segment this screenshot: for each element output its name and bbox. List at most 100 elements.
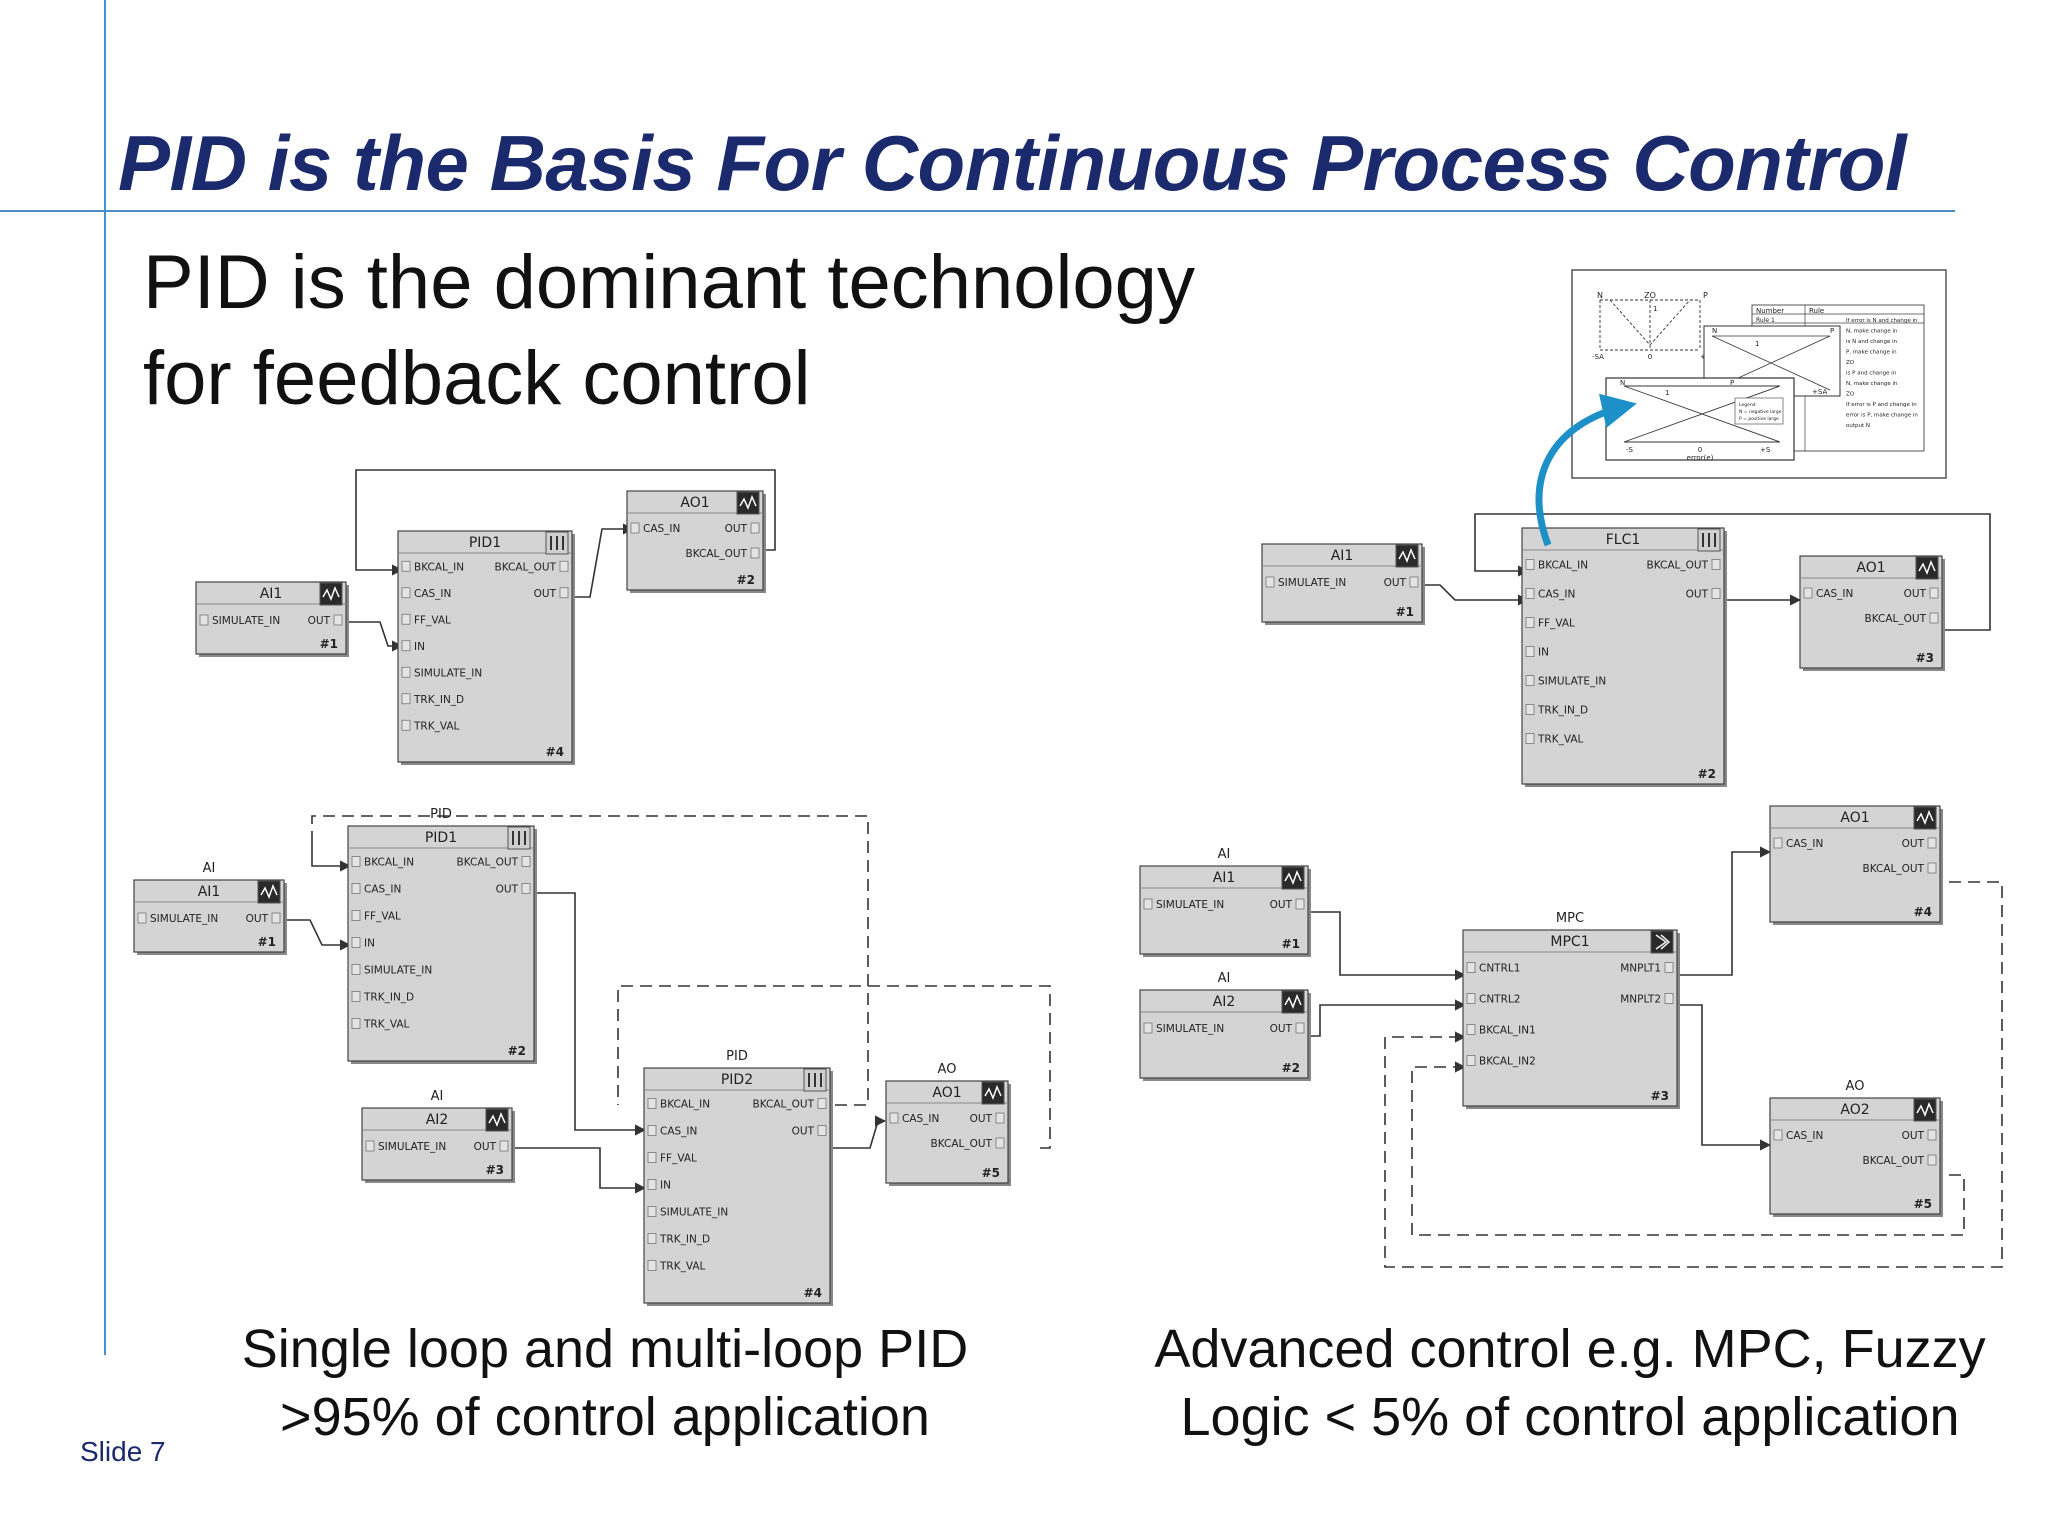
- block-tag: #4: [1914, 905, 1932, 919]
- diagram_b-pid2-block[interactable]: PIDPID2BKCAL_INCAS_INFF_VALINSIMULATE_IN…: [643, 1049, 833, 1306]
- input-pin-label: SIMULATE_IN: [1156, 1023, 1224, 1035]
- block-name: AI2: [1213, 994, 1236, 1010]
- rule-table-col2: Rule: [1809, 307, 1824, 315]
- input-pin-label: FF_VAL: [1538, 618, 1575, 630]
- output-pin-label: MNPLT2: [1620, 994, 1661, 1006]
- wave-glyph: [1918, 559, 1936, 576]
- block-body: [1769, 805, 1941, 923]
- block-tag: #4: [804, 1286, 822, 1300]
- plot2-label-pos: +SA: [1812, 388, 1827, 396]
- plot3-label-n: N: [1620, 379, 1625, 387]
- input-pin-label: SIMULATE_IN: [1538, 676, 1606, 688]
- slide-number: Slide 7: [80, 1436, 166, 1467]
- input-pin-label: BKCAL_IN1: [1479, 1025, 1536, 1037]
- pin-box: [1466, 993, 1476, 1004]
- block-name: AI1: [1213, 870, 1236, 886]
- rule-text: ZO: [1846, 392, 1855, 398]
- pin-box: [1143, 1022, 1153, 1034]
- block-name: PID1: [469, 535, 501, 551]
- rule-table-row1: Rule 1: [1756, 317, 1775, 324]
- input-pin-label: CAS_IN: [1786, 1130, 1823, 1142]
- output-pin-label: OUT: [1686, 589, 1709, 601]
- rule-text: is N and change in: [1846, 339, 1898, 345]
- block-body: [1521, 527, 1725, 785]
- rule-text: N, make change in: [1846, 381, 1898, 387]
- pin-box: [1664, 962, 1674, 973]
- pin-box: [521, 856, 531, 867]
- pid-glyph: [512, 831, 526, 845]
- rule-text: N, make change in: [1846, 329, 1898, 335]
- pin-box: [817, 1125, 827, 1136]
- wave-glyph: [984, 1084, 1002, 1101]
- block-tag: #3: [1651, 1089, 1669, 1103]
- pin-box: [401, 587, 411, 599]
- output-pin-label: BKCAL_OUT: [457, 857, 519, 869]
- input-pin-label: TRK_VAL: [413, 720, 460, 732]
- block-tag: #1: [320, 637, 338, 651]
- output-pin-label: OUT: [1904, 588, 1927, 600]
- plot3-legend-text: P = positive large: [1739, 416, 1779, 422]
- pin-box: [401, 613, 411, 625]
- block-body: [1139, 865, 1309, 955]
- input-pin-label: CAS_IN: [1538, 589, 1575, 601]
- input-pin-label: TRK_VAL: [363, 1019, 410, 1031]
- block-type-label: AI: [431, 1089, 444, 1104]
- diagram_d-mpc1-block[interactable]: MPCMPC1CNTRL1CNTRL2BKCAL_IN1BKCAL_IN2MNP…: [1462, 911, 1680, 1109]
- input-pin-label: BKCAL_IN: [1538, 560, 1588, 572]
- input-pin-label: SIMULATE_IN: [1278, 577, 1346, 589]
- input-pin-label: FF_VAL: [414, 614, 451, 626]
- output-pin-label: BKCAL_OUT: [1647, 560, 1709, 572]
- diagram_c-flc1-block[interactable]: FLC1BKCAL_INCAS_INFF_VALINSIMULATE_INTRK…: [1521, 527, 1727, 787]
- input-pin-label: CNTRL1: [1479, 963, 1520, 975]
- rule-text: ZO: [1846, 360, 1855, 366]
- wave-glyph: [1916, 1101, 1934, 1118]
- output-pin-label: BKCAL_OUT: [495, 561, 557, 573]
- output-pin-label: OUT: [1902, 1130, 1925, 1142]
- pin-box: [1929, 612, 1939, 624]
- pin-box: [1409, 576, 1419, 588]
- wave-block-icon: [1913, 806, 1937, 830]
- input-pin-label: BKCAL_IN: [414, 561, 464, 573]
- pin-box: [1466, 962, 1476, 973]
- block-name: AI2: [426, 1112, 449, 1128]
- pin-box: [1525, 617, 1535, 628]
- pin-box: [351, 964, 361, 975]
- vertical-rule: [104, 0, 106, 1355]
- diagram_a-pid1-block[interactable]: PID1BKCAL_INCAS_INFF_VALINSIMULATE_INTRK…: [397, 530, 575, 765]
- pin-box: [199, 614, 209, 626]
- pin-box: [1927, 1129, 1937, 1141]
- output-pin-label: OUT: [1384, 577, 1407, 589]
- input-pin-label: CNTRL2: [1479, 994, 1520, 1006]
- pin-box: [137, 912, 147, 924]
- input-pin-label: SIMULATE_IN: [378, 1141, 446, 1153]
- pid-glyph: [808, 1073, 822, 1087]
- pin-box: [647, 1233, 657, 1244]
- pin-box: [817, 1098, 827, 1109]
- pid-glyph: [550, 536, 564, 550]
- diagram_b-pid1-block[interactable]: PIDPID1BKCAL_INCAS_INFF_VALINSIMULATE_IN…: [347, 807, 537, 1064]
- rule-text: If error is P and change in: [1846, 402, 1917, 408]
- input-pin-label: SIMULATE_IN: [660, 1207, 728, 1219]
- pin-box: [1466, 1055, 1476, 1066]
- pin-box: [750, 547, 760, 559]
- pin-box: [1525, 588, 1535, 599]
- block-tag: #2: [1282, 1061, 1300, 1075]
- caption-left-line-2: >95% of control application: [280, 1387, 930, 1447]
- output-pin-label: MNPLT1: [1620, 963, 1661, 975]
- pin-box: [401, 640, 411, 652]
- pin-box: [1525, 675, 1535, 686]
- block-tag: #2: [1698, 767, 1716, 781]
- input-pin-label: CAS_IN: [660, 1126, 697, 1138]
